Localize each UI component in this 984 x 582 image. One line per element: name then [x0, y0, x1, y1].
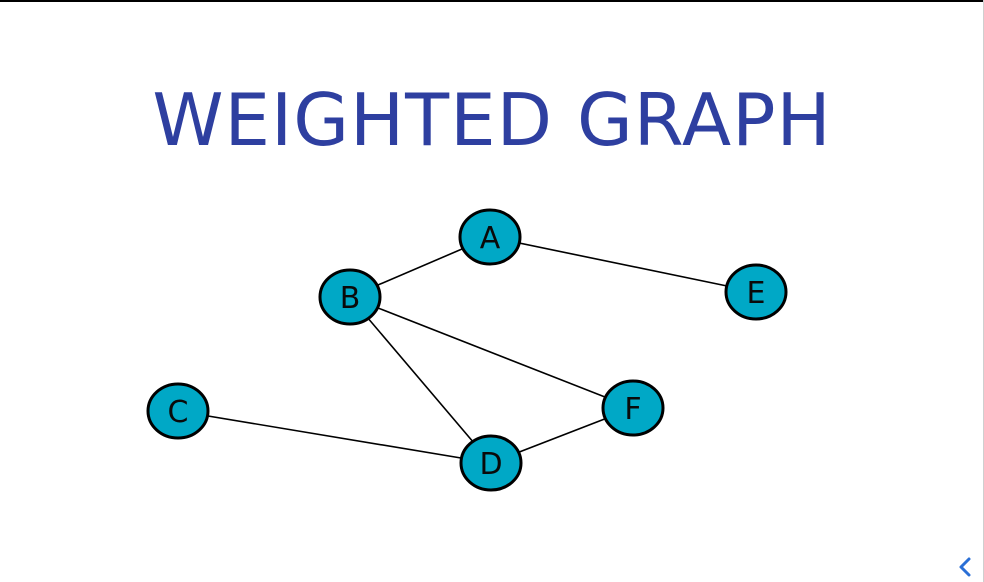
graph-edges [177, 236, 757, 464]
node-f: F [601, 379, 665, 437]
node-circle [724, 263, 788, 321]
edge-a-e [489, 236, 757, 293]
slide-title: WEIGHTED GRAPH [152, 78, 832, 162]
node-circle [318, 268, 382, 326]
node-label: C [168, 395, 189, 430]
node-c: C [146, 382, 210, 440]
graph-nodes: A B C D E F [146, 208, 788, 492]
top-border [0, 0, 984, 2]
previous-slide-button[interactable] [956, 552, 984, 582]
node-b: B [318, 268, 382, 326]
node-label: B [340, 281, 361, 316]
node-label: E [747, 276, 766, 311]
chevron-left-icon [959, 557, 971, 577]
node-circle [146, 382, 210, 440]
node-circle [601, 379, 665, 437]
node-e: E [724, 263, 788, 321]
node-a: A [458, 208, 522, 266]
node-circle [459, 434, 523, 492]
node-label: D [479, 447, 502, 482]
node-circle [458, 208, 522, 266]
edge-c-d [177, 410, 492, 464]
edge-b-f [349, 296, 634, 409]
node-label: A [480, 221, 501, 256]
edge-b-d [349, 296, 492, 464]
node-label: F [624, 392, 641, 427]
node-d: D [459, 434, 523, 492]
